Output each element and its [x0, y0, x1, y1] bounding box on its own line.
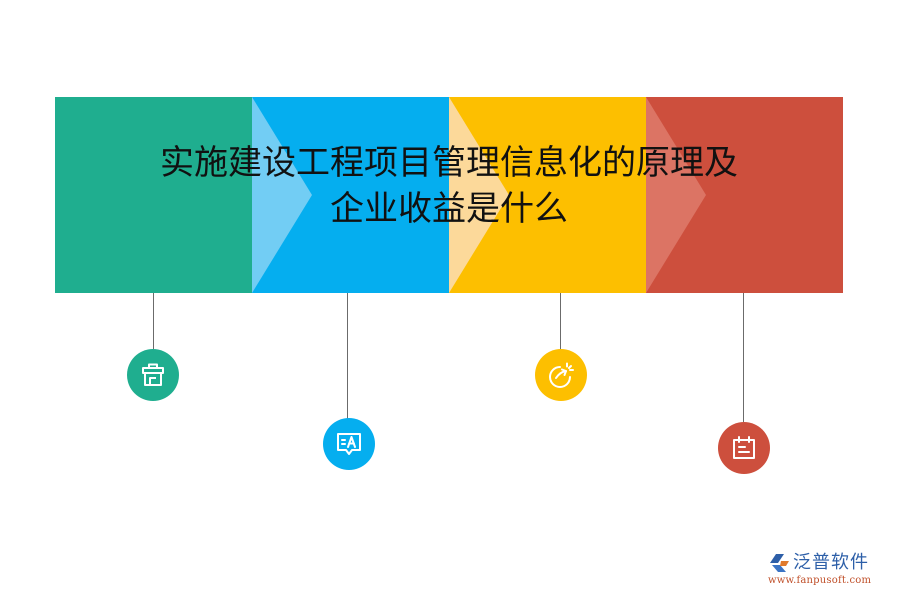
panel-yellow	[449, 97, 646, 293]
briefcase-icon	[142, 363, 164, 386]
logo-url: www.fanpusoft.com	[768, 575, 872, 586]
chevron-arrow	[252, 97, 312, 293]
calendar-icon	[733, 436, 755, 459]
diagram-title: 实施建设工程项目管理信息化的原理及 企业收益是什么	[55, 140, 843, 232]
message-translate-icon	[337, 433, 361, 455]
icon-circle-red	[718, 422, 770, 474]
connector-line	[560, 293, 561, 350]
growth-arrow-icon	[549, 362, 574, 388]
chevron-arrow	[646, 97, 706, 293]
connector-line	[347, 293, 348, 420]
logo-mark-icon	[770, 554, 789, 572]
logo-name: 泛普软件	[793, 552, 869, 573]
connector-line	[743, 293, 744, 422]
panel-blue	[252, 97, 449, 293]
brand-logo: 泛普软件 www.fanpusoft.com	[768, 552, 893, 592]
icon-circle-green	[127, 349, 179, 401]
title-line-1: 实施建设工程项目管理信息化的原理及	[160, 143, 738, 183]
connector-line	[153, 293, 154, 349]
icon-circle-yellow	[535, 349, 587, 401]
title-line-2: 企业收益是什么	[330, 189, 568, 229]
panel-red	[646, 97, 843, 293]
panel-green	[55, 97, 252, 293]
icon-circle-blue	[323, 418, 375, 470]
chevron-arrow	[449, 97, 509, 293]
